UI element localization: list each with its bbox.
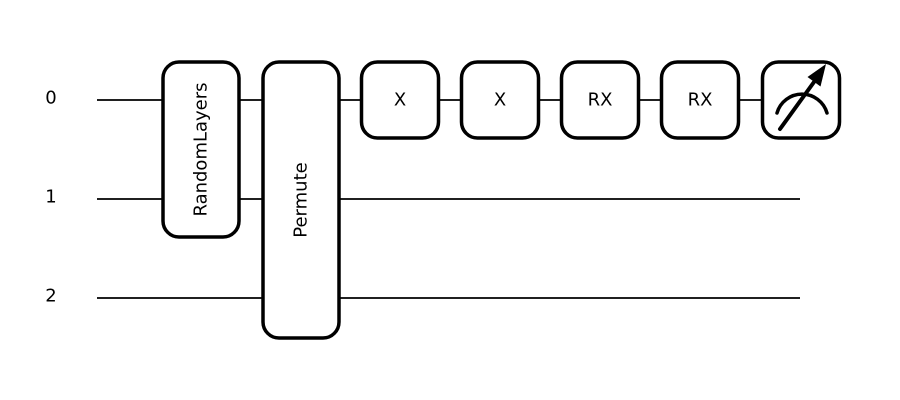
gate-permute-label: Permute bbox=[291, 162, 312, 237]
gate-x-1-box bbox=[359, 60, 441, 140]
measurement bbox=[760, 60, 842, 140]
measurement-gauge-icon bbox=[775, 64, 829, 131]
gate-rx-2-label: RX bbox=[688, 90, 713, 111]
gate-permute-box bbox=[261, 60, 341, 340]
gate-x-2-box bbox=[459, 60, 541, 140]
gauge-needle-arrowhead bbox=[807, 64, 826, 87]
gate-rx-1-label: RX bbox=[588, 90, 613, 111]
gate-x-1-label: X bbox=[394, 90, 406, 111]
wire-label-2: 2 bbox=[45, 286, 56, 307]
gate-x-2-label: X bbox=[494, 90, 506, 111]
gate-randomlayers-box bbox=[161, 60, 241, 239]
gate-rx-1: RX bbox=[559, 60, 641, 140]
gate-x-1: X bbox=[359, 60, 441, 140]
gate-x-2: X bbox=[459, 60, 541, 140]
wire-label-0: 0 bbox=[45, 88, 56, 109]
gate-rx-2-box bbox=[659, 60, 741, 140]
gate-randomlayers: RandomLayers bbox=[161, 60, 241, 239]
gate-permute: Permute bbox=[261, 60, 341, 340]
wire-label-1: 1 bbox=[45, 187, 56, 208]
gauge-arc bbox=[775, 92, 829, 115]
gauge-needle bbox=[778, 80, 816, 131]
gate-rx-2: RX bbox=[659, 60, 741, 140]
gate-randomlayers-label: RandomLayers bbox=[191, 82, 212, 216]
gate-rx-1-box bbox=[559, 60, 641, 140]
